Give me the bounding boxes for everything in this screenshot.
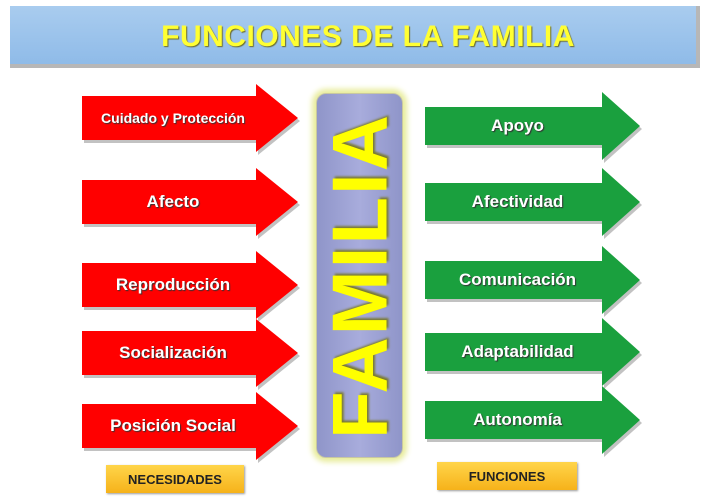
diagram-title: FUNCIONES DE LA FAMILIA — [161, 20, 575, 53]
right-arrow-label: Apoyo — [491, 116, 544, 135]
left-arrow-1: Cuidado y Protección — [82, 84, 300, 155]
right-arrow-label: Autonomía — [473, 410, 562, 429]
right-arrow-label: Comunicación — [458, 270, 577, 289]
left-arrow-3: Reproducción — [82, 251, 300, 322]
title-banner: FUNCIONES DE LA FAMILIA — [10, 6, 700, 68]
right-arrow-shape — [425, 318, 642, 389]
left-arrow-4: Socialización — [82, 319, 300, 390]
funciones-tag: FUNCIONES — [437, 462, 577, 490]
right-arrow-4: Adaptabilidad — [425, 318, 642, 389]
right-arrow-shape — [425, 246, 642, 317]
familia-center-label: FAMILIA — [315, 112, 403, 439]
left-arrow-shape — [82, 84, 300, 155]
right-arrow-shape — [425, 168, 642, 239]
left-arrow-label: Posición Social — [110, 416, 236, 435]
left-arrow-shape — [82, 319, 300, 390]
right-arrow-label: Afectividad — [471, 192, 564, 211]
left-arrow-shape — [82, 168, 300, 239]
necesidades-tag: NECESIDADES — [106, 465, 244, 493]
left-arrow-shape — [82, 392, 300, 463]
left-arrow-shape — [82, 251, 300, 322]
left-arrow-label: Afecto — [146, 192, 200, 211]
left-arrow-label: Socialización — [119, 343, 227, 362]
right-arrow-shape — [425, 92, 642, 163]
left-arrow-2: Afecto — [82, 168, 300, 239]
left-arrow-label: Reproducción — [115, 275, 231, 294]
left-arrow-label: Cuidado y Protección — [101, 110, 245, 126]
right-arrow-2: Afectividad — [425, 168, 642, 239]
left-arrow-5: Posición Social — [82, 392, 300, 463]
right-arrow-3: Comunicación — [425, 246, 642, 317]
right-arrow-5: Autonomía — [425, 386, 642, 457]
right-arrow-shape — [425, 386, 642, 457]
necesidades-tag-label: NECESIDADES — [128, 471, 222, 487]
right-arrow-label: Adaptabilidad — [461, 342, 574, 361]
familia-center-bar: FAMILIA — [315, 93, 403, 458]
right-arrow-1: Apoyo — [425, 92, 642, 163]
funciones-tag-label: FUNCIONES — [468, 468, 546, 484]
